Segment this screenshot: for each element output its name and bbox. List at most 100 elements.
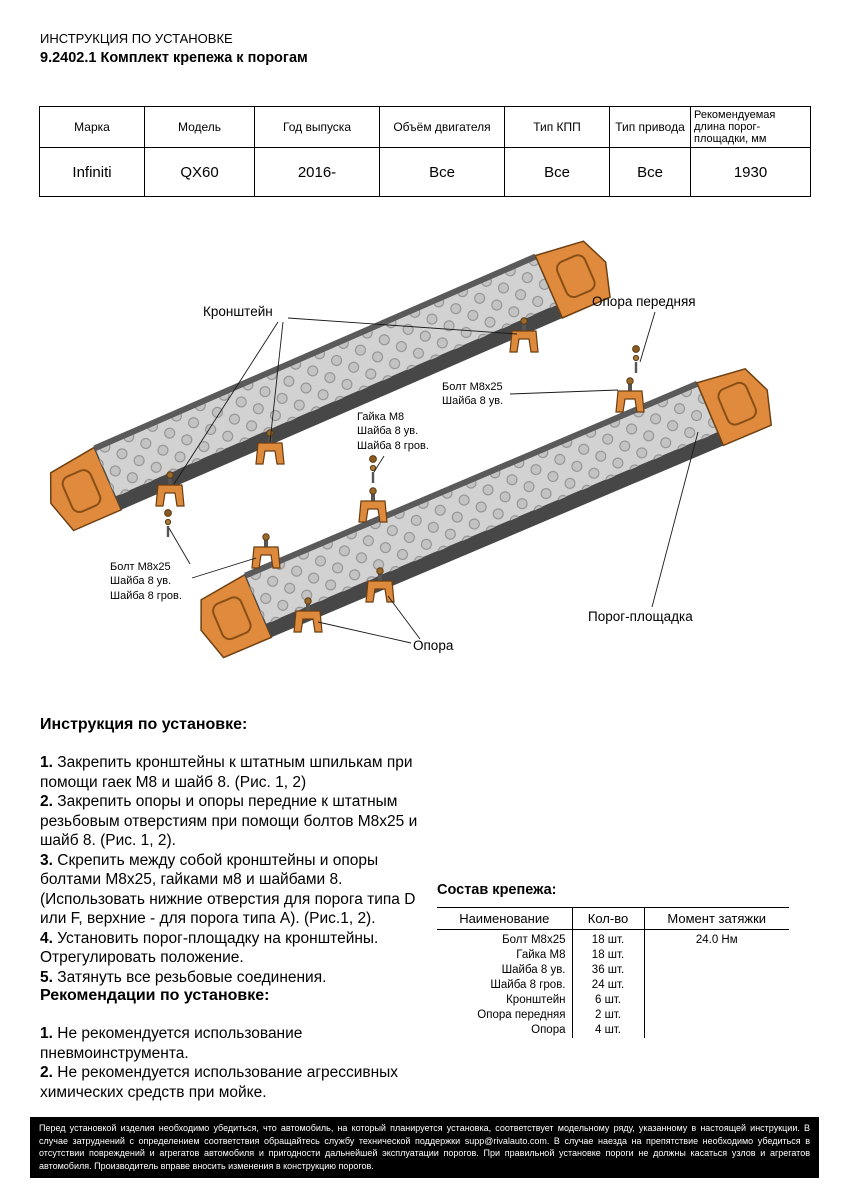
callout-line — [269, 321, 284, 443]
part-qty: 4 шт. — [571, 1023, 644, 1038]
doc-subtitle: 9.2402.1 Комплект крепежа к порогам — [40, 50, 308, 66]
cap-slot — [61, 469, 102, 513]
spec-header-engine: Объём двигателя — [379, 106, 505, 148]
parts-row: Болт М8х25 18 шт. 24.0 Нм — [437, 929, 789, 948]
parts-header-name: Наименование — [437, 907, 572, 930]
rec-text: Не рекомендуется использование агрессивн… — [40, 1064, 399, 1101]
label-opora: Опора — [413, 638, 454, 653]
parts-row: Кронштейн 6 шт. — [437, 993, 789, 1008]
tread-holes — [94, 255, 557, 497]
label-porog: Порог-площадка — [588, 609, 693, 624]
parts-row: Гайка М8 18 шт. — [437, 948, 789, 963]
doc-title: ИНСТРУКЦИЯ ПО УСТАНОВКЕ — [40, 31, 233, 46]
spec-cell-year: 2016- — [254, 147, 380, 197]
instructions-title: Инструкция по установке: — [40, 716, 248, 733]
part-name: Шайба 8 ув. — [501, 964, 566, 976]
part-torque: 24.0 Нм — [643, 929, 789, 948]
instruction-step: 1. Закрепить кронштейны к штатным шпильк… — [40, 753, 438, 792]
top-rail — [93, 253, 537, 452]
part-qty: 36 шт. — [571, 963, 644, 978]
label-gaika: Гайка М8 Шайба 8 ув. Шайба 8 гров. — [357, 411, 429, 452]
parts-table: Наименование Кол-во Момент затяжки Болт … — [437, 907, 789, 1038]
parts-header-qty: Кол-во — [571, 907, 644, 930]
part-name: Кронштейн — [506, 994, 566, 1006]
part-name: Шайба 8 гров. — [490, 979, 566, 991]
spec-cell-engine: Все — [379, 147, 505, 197]
part-qty: 24 шт. — [571, 978, 644, 993]
front-support — [615, 377, 645, 413]
callout-lines — [168, 311, 699, 644]
step-number: 3. — [40, 851, 53, 869]
tread-holes — [244, 382, 718, 625]
side-band — [115, 305, 563, 510]
recommendation-item: 2. Не рекомендуется использование агресс… — [40, 1063, 438, 1102]
spec-data-row: Infiniti QX60 2016- Все Все Все 1930 — [39, 147, 811, 197]
part-qty: 6 шт. — [571, 993, 644, 1008]
step-text: Скрепить между собой кронштейны и опоры … — [40, 851, 416, 928]
spec-header-marka: Марка — [39, 106, 145, 148]
cap-slot — [717, 381, 757, 426]
rec-number: 2. — [40, 1064, 53, 1081]
parts-row: Опора передняя 2 шт. — [437, 1008, 789, 1023]
diagram-canvas — [49, 240, 773, 659]
bracket — [358, 487, 388, 523]
spec-cell-privod: Все — [609, 147, 691, 197]
bracket — [251, 533, 281, 569]
callout-line — [639, 311, 656, 363]
label-kronshtein: Кронштейн — [203, 304, 273, 319]
parts-row: Шайба 8 гров. 24 шт. — [437, 978, 789, 993]
callout-line — [191, 557, 257, 579]
parts-section: Состав крепежа: Наименование Кол-во Моме… — [437, 882, 797, 1038]
recommendations-title: Рекомендации по установке: — [40, 987, 270, 1004]
rec-number: 1. — [40, 1025, 53, 1042]
step-number: 1. — [40, 754, 53, 771]
spec-cell-kpp: Все — [504, 147, 610, 197]
part-qty: 18 шт. — [571, 948, 644, 963]
callout-line — [373, 455, 385, 473]
callout-line — [287, 317, 518, 335]
bolt-stack — [632, 345, 640, 374]
rec-text: Не рекомендуется использование пневмоинс… — [40, 1025, 303, 1062]
spec-cell-length: 1930 — [690, 147, 811, 197]
parts-row: Опора 4 шт. — [437, 1023, 789, 1038]
spec-header-year: Год выпуска — [254, 106, 380, 148]
end-cap — [695, 368, 773, 447]
footer-disclaimer: Перед установкой изделия необходимо убед… — [30, 1117, 819, 1178]
part-torque — [643, 993, 789, 1008]
parts-title: Состав крепежа: — [437, 882, 557, 898]
callout-line — [168, 527, 191, 565]
instruction-step: 5. Затянуть все резьбовые соединения. — [40, 968, 438, 988]
step-number: 5. — [40, 968, 53, 986]
recommendation-item: 1. Не рекомендуется использование пневмо… — [40, 1024, 438, 1063]
cap-slot — [212, 596, 252, 641]
instruction-step: 3. Скрепить между собой кронштейны и опо… — [40, 851, 438, 929]
spec-header-kpp: Тип КПП — [504, 106, 610, 148]
callout-line — [173, 321, 279, 485]
callout-line — [651, 431, 699, 608]
step-number: 4. — [40, 929, 53, 947]
part-qty: 2 шт. — [571, 1008, 644, 1023]
end-cap — [534, 240, 611, 319]
spec-cell-model: QX60 — [144, 147, 255, 197]
step-text: Закрепить кронштейны к штатным шпилькам … — [40, 754, 413, 791]
bolt-stack — [164, 509, 172, 538]
instruction-step: 4. Установить порог-площадку на кронштей… — [40, 929, 438, 968]
part-torque — [643, 1023, 789, 1038]
label-bolt-top: Болт М8х25 Шайба 8 ув. — [442, 381, 504, 408]
part-torque — [643, 978, 789, 993]
running-board-rear — [49, 240, 611, 532]
part-torque — [643, 948, 789, 963]
callout-line — [317, 621, 412, 644]
doc-header: ИНСТРУКЦИЯ ПО УСТАНОВКЕ 9.2402.1 Комплек… — [40, 31, 308, 66]
step-text: Затянуть все резьбовые соединения. — [57, 968, 327, 986]
part-name: Опора — [531, 1024, 566, 1036]
spec-header-row: Марка Модель Год выпуска Объём двигателя… — [39, 106, 811, 148]
callout-line — [387, 595, 421, 640]
assembly-diagram: Кронштейн Опора передняя Болт М8х25 Шайб… — [40, 224, 810, 674]
part-torque — [643, 1008, 789, 1023]
part-name: Гайка М8 — [516, 949, 566, 961]
cap-slot — [555, 254, 596, 299]
part-qty: 18 шт. — [571, 929, 644, 948]
part-torque — [643, 963, 789, 978]
